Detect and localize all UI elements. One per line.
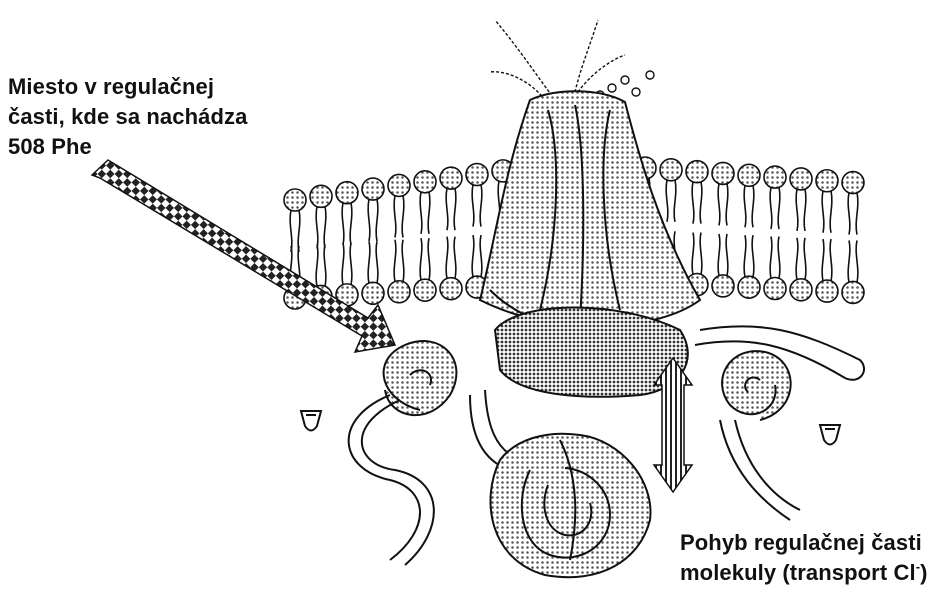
phospholipid-tail-right-bottom-3a: [718, 234, 720, 276]
phospholipid-tail-left-top-0a: [290, 210, 292, 252]
phospholipid-tail-left-top-7b: [480, 185, 482, 227]
phospholipid-tail-left-top-2a: [342, 203, 344, 245]
phospholipid-tail-left-bottom-7a: [472, 235, 474, 277]
phospholipid-head-left-top-6: [440, 167, 462, 189]
phospholipid-tail-left-bottom-4a: [394, 240, 396, 282]
phospholipid-tail-left-top-7a: [472, 185, 474, 227]
phospholipid-tail-left-bottom-7b: [480, 235, 482, 277]
phospholipid-head-left-bottom-3: [362, 282, 384, 304]
phospholipid-tail-right-bottom-7a: [822, 239, 824, 281]
phospholipid-tail-right-top-4b: [752, 185, 754, 227]
phospholipid-head-left-top-3: [362, 178, 384, 200]
phospholipid-head-left-top-2: [336, 182, 358, 204]
regulatory-site-label: Miesto v regulačnej časti, kde sa nachád…: [8, 72, 247, 162]
phospholipid-head-right-top-8: [842, 172, 864, 194]
phospholipid-tail-right-top-3a: [718, 183, 720, 225]
phospholipid-head-left-bottom-6: [440, 278, 462, 300]
phospholipid-tail-right-top-8a: [848, 193, 850, 235]
phospholipid-tail-right-bottom-4b: [752, 235, 754, 277]
phospholipid-tail-left-top-5b: [428, 192, 430, 234]
regulatory-site-label-line2: časti, kde sa nachádza: [8, 102, 247, 132]
phospholipid-tail-right-top-6b: [804, 189, 806, 231]
phospholipid-tail-right-top-2b: [700, 182, 702, 224]
phospholipid-tail-left-bottom-6a: [446, 237, 448, 279]
phospholipid-head-left-top-4: [388, 174, 410, 196]
phospholipid-tail-right-top-8b: [856, 193, 858, 235]
phospholipid-tail-right-top-7a: [822, 191, 824, 233]
phospholipid-tail-left-bottom-5a: [420, 238, 422, 280]
movement-double-arrow: [654, 358, 692, 492]
regulatory-site-label-line3: 508 Phe: [8, 132, 247, 162]
phospholipid-tail-left-top-4a: [394, 195, 396, 237]
phospholipid-tail-left-bottom-1b: [324, 244, 326, 286]
phospholipid-tail-right-top-5b: [778, 187, 780, 229]
phospholipid-head-left-bottom-5: [414, 279, 436, 301]
phospholipid-tail-right-bottom-5b: [778, 237, 780, 279]
phospholipid-head-right-bottom-3: [712, 275, 734, 297]
phospholipid-tail-right-top-5a: [770, 187, 772, 229]
phospholipid-tail-left-top-3a: [368, 199, 370, 241]
phospholipid-tail-left-top-4b: [402, 195, 404, 237]
phospholipid-tail-right-bottom-8a: [848, 240, 850, 282]
phospholipid-head-left-top-5: [414, 171, 436, 193]
phospholipid-tail-left-bottom-5b: [428, 238, 430, 280]
phospholipid-head-right-bottom-5: [764, 278, 786, 300]
phospholipid-tail-left-top-6a: [446, 188, 448, 230]
phospholipid-head-right-top-6: [790, 168, 812, 190]
phospholipid-tail-right-bottom-5a: [770, 237, 772, 279]
phospholipid-tail-left-bottom-3b: [376, 241, 378, 283]
phospholipid-head-left-bottom-4: [388, 281, 410, 303]
regulatory-movement-label-line1: Pohyb regulačnej časti: [680, 528, 928, 558]
phospholipid-tail-right-bottom-7b: [830, 239, 832, 281]
phospholipid-tail-left-top-3b: [376, 199, 378, 241]
phospholipid-tail-right-bottom-2b: [700, 233, 702, 275]
phospholipid-tail-left-top-1b: [324, 206, 326, 248]
phospholipid-tail-left-bottom-6b: [454, 237, 456, 279]
regulatory-movement-label-line2-text: molekuly (transport Cl: [680, 560, 916, 585]
phospholipid-tail-left-bottom-2a: [342, 243, 344, 285]
phospholipid-tail-left-bottom-3a: [368, 241, 370, 283]
phospholipid-tail-left-bottom-2b: [350, 243, 352, 285]
phospholipid-head-right-top-5: [764, 166, 786, 188]
phospholipid-head-right-top-7: [816, 170, 838, 192]
regulatory-movement-label-line2: molekuly (transport Cl-): [680, 558, 928, 588]
phospholipid-tail-right-bottom-4a: [744, 235, 746, 277]
phospholipid-head-right-top-2: [686, 161, 708, 183]
phospholipid-tail-right-bottom-8b: [856, 240, 858, 282]
phospholipid-head-left-top-0: [284, 189, 306, 211]
phospholipid-head-right-top-1: [660, 159, 682, 181]
phospholipid-head-right-top-4: [738, 164, 760, 186]
phospholipid-tail-right-bottom-2a: [692, 233, 694, 275]
phospholipid-tail-right-bottom-6b: [804, 238, 806, 280]
phospholipid-tail-left-top-2b: [350, 203, 352, 245]
phospholipid-tail-left-top-5a: [420, 192, 422, 234]
phospholipid-head-right-bottom-8: [842, 281, 864, 303]
regulatory-movement-label: Pohyb regulačnej časti molekuly (transpo…: [680, 528, 928, 588]
phospholipid-tail-left-top-1a: [316, 206, 318, 248]
phospholipid-tail-right-top-1a: [666, 180, 668, 222]
phospholipid-head-left-top-7: [466, 164, 488, 186]
regulatory-site-label-line1: Miesto v regulačnej: [8, 72, 247, 102]
phospholipid-tail-right-top-1b: [674, 180, 676, 222]
phospholipid-tail-left-top-0b: [298, 210, 300, 252]
phospholipid-tail-right-top-2a: [692, 182, 694, 224]
phospholipid-tail-left-bottom-1a: [316, 244, 318, 286]
phospholipid-tail-right-bottom-3b: [726, 234, 728, 276]
phospholipid-head-right-top-3: [712, 162, 734, 184]
phospholipid-head-right-bottom-6: [790, 279, 812, 301]
phospholipid-tail-right-bottom-6a: [796, 238, 798, 280]
phospholipid-tail-left-bottom-4b: [402, 240, 404, 282]
regulatory-movement-label-line2-end: ): [920, 560, 927, 585]
phospholipid-head-left-top-1: [310, 185, 332, 207]
phospholipid-tail-right-top-6a: [796, 189, 798, 231]
phospholipid-tail-right-top-3b: [726, 183, 728, 225]
phospholipid-head-right-bottom-4: [738, 276, 760, 298]
phospholipid-head-right-bottom-7: [816, 280, 838, 302]
phospholipid-tail-left-top-6b: [454, 188, 456, 230]
phospholipid-tail-right-top-7b: [830, 191, 832, 233]
nucleotide-binding-domain: [490, 434, 650, 577]
lipid-bilayer-left: [284, 160, 514, 309]
phospholipid-tail-right-top-4a: [744, 185, 746, 227]
